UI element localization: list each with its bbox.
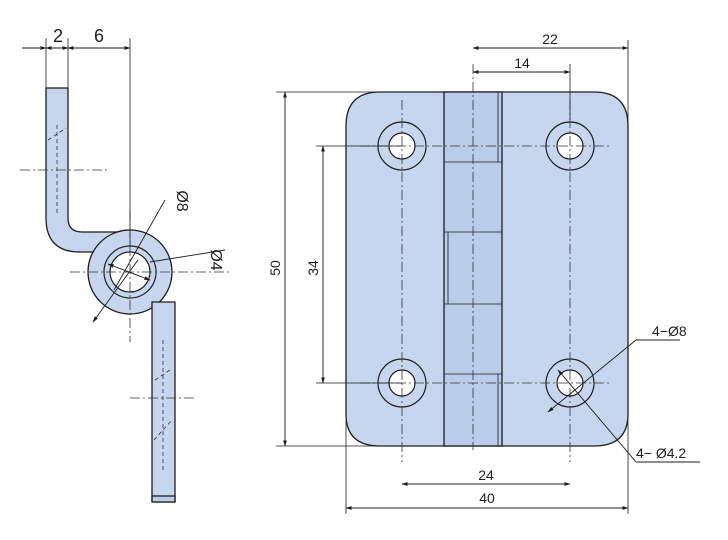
dim-knuckle-inner: 14 — [514, 55, 530, 71]
dim-overall-width: 40 — [479, 490, 495, 506]
dim-overall-height: 50 — [267, 260, 283, 276]
side-view: 2 6 Ø8 Ø4 — [20, 26, 230, 503]
dim-hole-pitch-vertical: 34 — [305, 260, 321, 276]
dim-offset: 6 — [94, 26, 104, 46]
dim-pin-inner: Ø4 — [207, 249, 224, 270]
callout-counterbore: 4−Ø8 — [652, 323, 687, 339]
front-view: 50 34 22 14 24 40 4−Ø8 4− Ø4.2 — [267, 31, 700, 514]
lower-leaf-end — [151, 495, 176, 503]
dim-pin-outer: Ø8 — [173, 190, 190, 211]
lower-leaf — [151, 301, 176, 503]
callout-hole: 4− Ø4.2 — [636, 445, 686, 461]
dim-knuckle-width: 22 — [542, 31, 558, 47]
dim-thickness: 2 — [53, 26, 63, 46]
dim-hole-pitch-horizontal: 24 — [478, 467, 494, 483]
